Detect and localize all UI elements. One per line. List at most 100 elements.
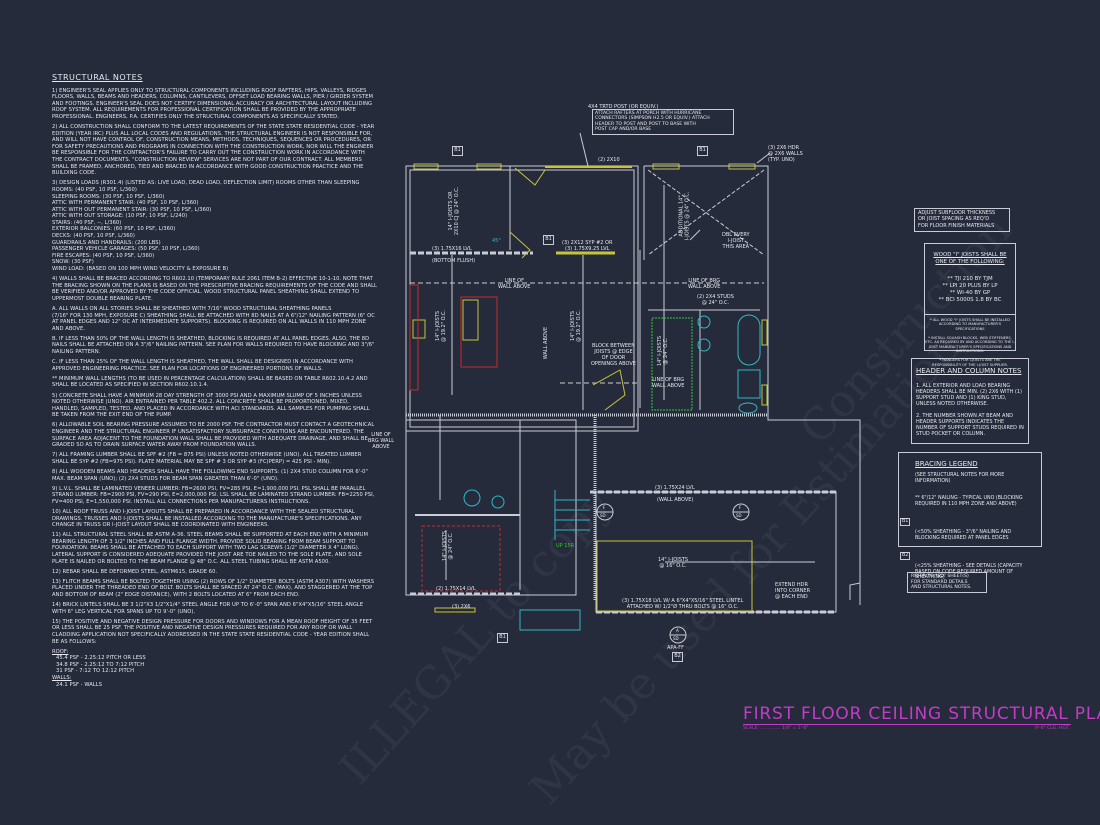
label-joists-bath: 14" I-JOISTS @ 24" O.C. <box>657 335 670 367</box>
notes-body: 1) ENGINEER'S SEAL APPLIES ONLY TO STRUC… <box>52 88 377 646</box>
label-hdr-2x6-walls: (3) 2x6 HDR @ 2x6 WALLS (TYP. UNO) <box>768 145 803 163</box>
walls-heading: WALLS: <box>52 675 72 681</box>
sink <box>697 338 711 352</box>
leader-line <box>756 152 771 164</box>
label-joists-kitchen: 14" I-JOISTS @ 19.2" O.C. <box>435 309 448 343</box>
ijoist-options: ** TJI 210 BY TJM ** LPI 20 PLUS BY LP *… <box>938 275 1002 303</box>
label-up-stairs: UP 15R <box>556 543 575 549</box>
closet-green <box>651 317 693 411</box>
label-apa-ff: APA-FF <box>667 645 684 651</box>
range <box>412 319 426 339</box>
label-line-brg-wall-above: LINE OF BRG WALL ABOVE <box>688 278 721 290</box>
roof-item: 45.4 PSF - 2.25:12 PITCH OR LESS <box>56 655 146 662</box>
label-lvl-bedroom: (2) 1.75x14 LVL <box>436 586 476 592</box>
note-paragraph: 11) ALL STRUCTURAL STEEL SHALL BE ASTM A… <box>52 532 369 565</box>
note-paragraph: 8) ALL WOODEN BEAMS AND HEADERS SHALL HA… <box>52 468 368 482</box>
section-sd-label: SD <box>600 513 606 518</box>
bracing-tag-b1: B1 <box>697 146 708 156</box>
label-extend-hdr: EXTEND HDR INTO CORNER @ EACH END <box>775 582 811 600</box>
window <box>476 163 502 170</box>
leader-line <box>579 132 589 167</box>
toilet <box>491 495 505 509</box>
kitchen-island <box>460 296 498 368</box>
window <box>761 384 768 406</box>
bracing-legend-subtitle: (SEE STRUCTURAL NOTES FOR MORE INFORMATI… <box>915 473 1005 485</box>
label-hdr-2x12: (3) 2x12 SYP #2 OR (3) 1.75x9.25 LVL <box>562 240 613 252</box>
toilet <box>463 489 481 507</box>
roof-item: 31 PSF - 7:12 TO 12:12 PITCH <box>56 668 135 675</box>
label-lvl-garage-top: (3) 1.75x24 LVL <box>655 485 695 491</box>
note-paragraph: 5) CONCRETE SHALL HAVE A MINIMUM 28 DAY … <box>52 392 370 419</box>
note-paragraph: c. IF LESS THAN 25% OF THE WALL LENGTH I… <box>52 359 353 372</box>
note-paragraph: b. IF LESS THAN 50% OF THE WALL LENGTH I… <box>52 335 375 356</box>
walls-item: 24.1 PSF - WALLS <box>56 681 103 688</box>
label-dbl-joist: DBL EVERY I-JOIST THIS AREA <box>722 232 750 250</box>
label-joists-left: 14" I-JOISTS OR 2x10 CJ @ 24" O.C. <box>448 186 461 236</box>
roof-item: 34.8 PSF - 2.25:12 TO 7:12 PITCH <box>56 661 145 668</box>
outer-wall <box>409 169 635 428</box>
section-a-label: A <box>676 628 679 633</box>
ijoist-notes: * ALL WOOD "I" JOISTS SHALL BE INSTALLED… <box>925 313 1015 368</box>
window <box>761 319 768 346</box>
label-joists-bedroom: 14" I-JOISTS @ 24" O.C. <box>442 530 455 562</box>
door-swing <box>514 167 546 186</box>
roof-heading: ROOF: <box>52 648 69 655</box>
title-underline <box>743 724 1071 725</box>
note-paragraph: 6) ALLOWABLE SOIL BEARING PRESSURE ASSUM… <box>52 422 375 449</box>
ceiling-height: 9'-0" CLG. HGT. <box>1035 726 1070 731</box>
window <box>652 163 680 170</box>
bracing-item: B1 (<50% SHEATHING - 3"/6" NAILING AND B… <box>900 518 1037 541</box>
label-wall-above: WALL ABOVE <box>543 326 550 360</box>
bracing-legend-title: BRACING LEGEND <box>915 459 978 468</box>
sink <box>697 315 711 329</box>
note-paragraph: 1) ENGINEER'S SEAL APPLIES ONLY TO STRUC… <box>52 87 374 120</box>
note-paragraph: 10) ALL ROOF TRUSS AND I-JOIST LAYOUTS S… <box>52 508 362 529</box>
bracing-tag-b1: B1 <box>452 146 463 156</box>
bracing-item-text: (<50% SHEATHING - 3"/6" NAILING AND BLOC… <box>915 529 1012 541</box>
leader-line <box>849 582 861 600</box>
drawing-scale: SCALE: .............. 1/4" = 1'-0" <box>743 726 809 731</box>
note-paragraph: 4) WALLS SHALL BE BRACED ACCORDING TO R6… <box>52 276 377 302</box>
bracing-tag-b2: B2 <box>672 652 683 662</box>
bracing-tag-b1: B1 <box>900 518 911 526</box>
notes-heading: STRUCTURAL NOTES <box>52 73 143 82</box>
door-swing <box>509 231 531 259</box>
ijoist-title: WOOD "I" JOISTS SHALL BE ONE OF THE FOLL… <box>933 252 1007 266</box>
label-line-wall-above: LINE OF WALL ABOVE <box>498 278 531 290</box>
leader-line <box>689 229 701 241</box>
landing <box>519 609 581 631</box>
note-paragraph: 7) ALL FRAMING LUMBER SHALL BE SPF #2 (F… <box>52 452 362 465</box>
label-block-between: BLOCK BETWEEN JOISTS @ EDGE OF DOOR OPEN… <box>591 343 636 367</box>
drawing-title: FIRST FLOOR CEILING STRUCTURAL PLAN <box>743 704 1100 724</box>
label-additional-joists: ADDITIONAL 14" I-JOISTS @ 24" O.C. <box>678 191 691 241</box>
toilet <box>738 402 758 414</box>
callout-post: 4x4 TRTD POST (OR EQUIV.) <box>588 104 659 110</box>
note-paragraph: 13) FLITCH BEAMS SHALL BE BOLTED TOGETHE… <box>52 578 375 598</box>
callout-rafters: ATTACH RAFTERS AT PORCH WITH HURRICANE C… <box>592 109 734 135</box>
note-paragraph: 2) ALL CONSTRUCTION SHALL CONFORM TO THE… <box>52 124 375 177</box>
note-paragraph: 12) REBAR SHALL BE DEFORMED STEEL, ASTM6… <box>52 568 218 575</box>
garage-door <box>596 540 753 612</box>
bracing-item: ** 6"/12" NAILING - TYPICAL UNO (BLOCKIN… <box>915 495 1023 507</box>
window <box>728 163 756 170</box>
label-lvl-bottom: (3) 1.75x16 LVL <box>432 246 472 252</box>
label-studs: (2) 2x4 STUDS @ 24" O.C. <box>697 294 734 306</box>
label-steel-lintel: (3) 1.75x18 LVL W/ A 6"x4"x5/16" STEEL L… <box>622 598 744 610</box>
label-line-brg-wall: LINE OF BRG WALL ABOVE <box>652 377 685 389</box>
note-paragraph: 9) L.V.L. SHALL BE LAMINATED VENEER LUMB… <box>52 485 375 505</box>
refer-sd-note: REFER TO "SD" SHEET(S) FOR STANDARD DETA… <box>907 572 987 593</box>
label-hdr-2x10: (2) 2x10 <box>598 157 620 163</box>
window <box>413 163 439 170</box>
label-angle: 45° <box>492 238 501 244</box>
tub <box>737 314 761 366</box>
label-hdr-2x6: (3) 2x6 <box>452 604 471 610</box>
outer-wall <box>405 165 639 432</box>
label-wall-above-paren: (WALL ABOVE) <box>657 497 694 503</box>
structural-notes: STRUCTURAL NOTES 1) ENGINEER'S SEAL APPL… <box>52 73 377 688</box>
section-sd-label: SD <box>673 636 679 641</box>
shower <box>737 369 761 399</box>
cabinet-run <box>409 284 419 391</box>
subfloor-note: ADJUST SUBFLOOR THICKNESS OR JOIST SPACI… <box>914 208 1010 232</box>
door-swing <box>592 369 626 411</box>
